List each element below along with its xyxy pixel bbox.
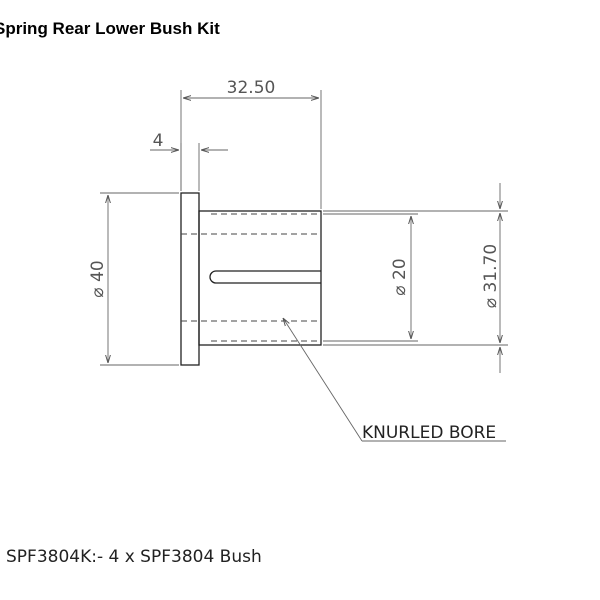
length-dimension: 32.50 — [180, 78, 322, 209]
body-diameter-dimension: ⌀ 31.70 — [323, 183, 508, 373]
knurled-bore-label: KNURLED BORE — [362, 423, 496, 443]
bore-diameter-label: ⌀ 20 — [390, 258, 410, 295]
flange-thickness-dimension: 4 — [150, 131, 228, 191]
body-diameter-label: ⌀ 31.70 — [481, 244, 501, 308]
flange-thickness-label: 4 — [153, 131, 164, 151]
flange-diameter-dimension: ⌀ 40 — [88, 192, 179, 366]
knurled-bore-leader: KNURLED BORE — [283, 318, 506, 443]
kit-caption: SPF3804K:- 4 x SPF3804 Bush — [6, 547, 262, 567]
flange-diameter-label: ⌀ 40 — [88, 260, 108, 297]
body-outline — [198, 210, 322, 346]
flange-outline — [180, 192, 200, 366]
bush-outline — [180, 192, 322, 366]
page-title: Spring Rear Lower Bush Kit — [0, 19, 220, 38]
bore-diameter-dimension: ⌀ 20 — [323, 213, 418, 342]
length-dimension-label: 32.50 — [227, 78, 276, 98]
center-slot — [209, 270, 321, 284]
